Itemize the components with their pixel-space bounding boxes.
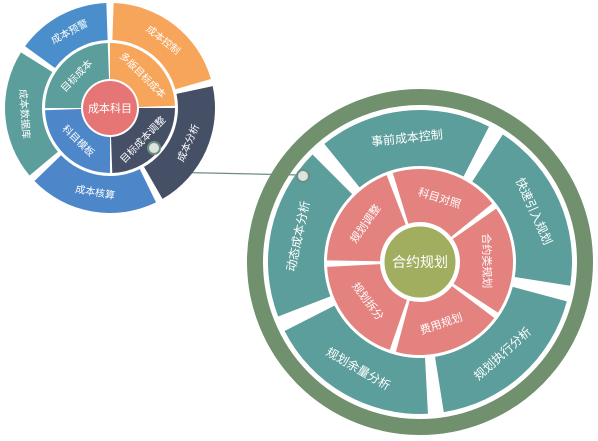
small-outer-label-3: 成本数据库 [16, 89, 32, 140]
large-outer-seg-3[interactable] [268, 154, 353, 317]
large-outer-seg-2[interactable] [284, 305, 428, 414]
small-center-label: 成本科目 [88, 101, 132, 115]
small-outer-seg-0[interactable] [112, 3, 211, 90]
small-inner-seg-0[interactable] [110, 43, 175, 107]
large-inner-label-0: 合约类规划 [480, 233, 495, 288]
connector-dot-start [147, 141, 161, 155]
small-outer-seg-1[interactable] [144, 86, 216, 199]
small-outer-seg-2[interactable] [34, 155, 157, 213]
small-wheel: 成本科目 多版目标成本 目标成本调整 科目模板 目标成本 成本控制 成本分析 成… [5, 3, 216, 213]
large-outer-seg-0[interactable] [472, 134, 573, 286]
large-wheel-center[interactable] [381, 223, 459, 301]
large-outer-seg-4[interactable] [324, 109, 490, 188]
large-inner-seg-4[interactable] [392, 168, 493, 237]
large-inner-seg-2[interactable] [327, 264, 407, 350]
connector-dot-end [296, 169, 310, 183]
large-inner-seg-1[interactable] [395, 286, 495, 355]
small-wheel-center[interactable] [83, 81, 137, 135]
large-wheel-outer-frame [247, 89, 593, 435]
large-wheel: 合约规划 快速引入规划 规划执行分析 规划余量分析 动态成本分析 事前成本控制 … [247, 89, 593, 435]
small-inner-seg-2[interactable] [45, 109, 110, 173]
large-inner-seg-3[interactable] [327, 175, 406, 262]
small-inner-seg-3[interactable] [45, 43, 109, 108]
large-inner-seg-0[interactable] [452, 208, 513, 313]
small-outer-seg-3[interactable] [5, 52, 58, 176]
large-center-label: 合约规划 [392, 255, 448, 271]
large-outer-seg-1[interactable] [435, 286, 567, 413]
small-outer-seg-4[interactable] [25, 3, 108, 69]
small-inner-seg-1[interactable] [111, 108, 175, 173]
